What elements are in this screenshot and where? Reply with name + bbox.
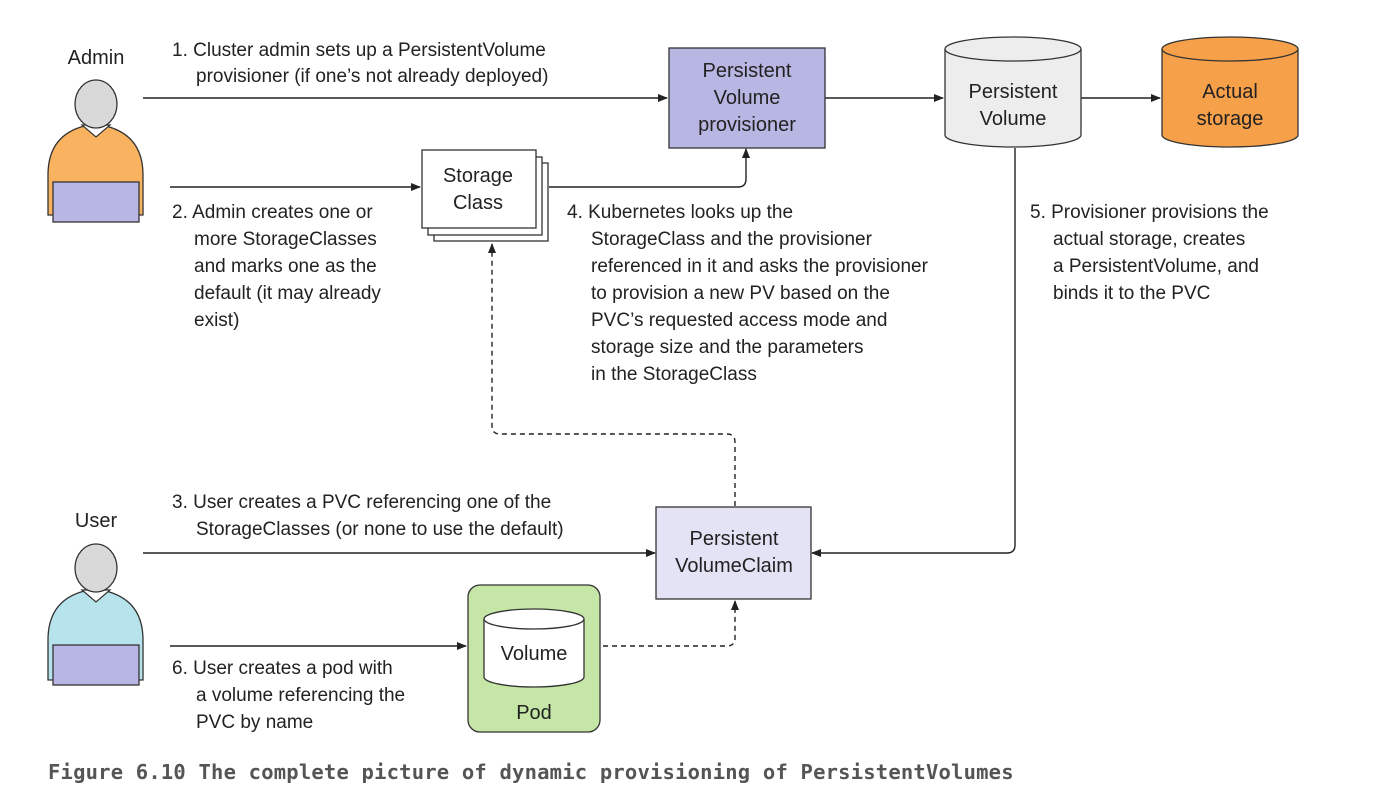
persistent-volume-label-line1: Persistent: [969, 81, 1058, 103]
step5-line2: actual storage, creates: [1053, 229, 1245, 250]
step2-line4: default (it may already: [194, 283, 381, 304]
actual-storage-label-line1: Actual: [1202, 81, 1258, 103]
user-laptop-icon: [52, 644, 140, 686]
actual-storage-label-line2: storage: [1197, 108, 1264, 130]
persistent-volume-label-line2: Volume: [980, 108, 1047, 130]
step4-annotation: 4. Kubernetes looks up the StorageClass …: [567, 202, 929, 385]
step2-line2: more StorageClasses: [194, 229, 377, 250]
step3-line2: StorageClasses (or none to use the defau…: [196, 519, 564, 540]
admin-label: Admin: [68, 47, 125, 69]
provisioner-label-line3: provisioner: [698, 114, 796, 136]
step5-line1: 5. Provisioner provisions the: [1030, 202, 1269, 223]
pvc-label-line2: VolumeClaim: [675, 555, 793, 577]
step1-annotation: 1. Cluster admin sets up a PersistentVol…: [172, 40, 548, 87]
user-actor: User: [47, 510, 144, 686]
step1-line1: 1. Cluster admin sets up a PersistentVol…: [172, 40, 546, 61]
actual-storage-cylinder: Actual storage: [1161, 36, 1299, 148]
dashed-arrow-pvc-to-storageclass: [488, 243, 736, 506]
step5-annotation: 5. Provisioner provisions the actual sto…: [1030, 202, 1269, 304]
provisioner-box: Persistent Volume provisioner: [668, 47, 826, 149]
step2-line1: 2. Admin creates one or: [172, 202, 373, 223]
step4-line5: PVC’s requested access mode and: [591, 310, 887, 331]
admin-actor: Admin: [47, 47, 144, 223]
connectors: [143, 94, 1161, 650]
user-person-icon: [47, 543, 144, 686]
dashed-arrow-volume-to-pvc: [585, 600, 739, 647]
step4-line2: StorageClass and the provisioner: [591, 229, 873, 250]
step6-line3: PVC by name: [196, 712, 313, 733]
step4-line6: storage size and the parameters: [591, 337, 864, 358]
step4-line3: referenced in it and asks the provisione…: [591, 256, 929, 277]
volume-label: Volume: [501, 643, 568, 665]
step6-line2: a volume referencing the: [196, 685, 405, 706]
provisioner-label-line2: Volume: [714, 87, 781, 109]
step2-line3: and marks one as the: [194, 256, 377, 277]
pod-box: Volume Pod: [467, 584, 601, 733]
step4-line4: to provision a new PV based on the: [591, 283, 890, 304]
persistent-volume-cylinder: Persistent Volume: [944, 36, 1082, 148]
volume-cylinder: Volume: [483, 608, 585, 688]
pvc-box: Persistent VolumeClaim: [655, 506, 812, 600]
figure-caption: Figure 6.10 The complete picture of dyna…: [48, 760, 1014, 784]
step6-line1: 6. User creates a pod with: [172, 658, 393, 679]
storage-class-label-line1: Storage: [443, 165, 513, 187]
admin-laptop-icon: [52, 181, 140, 223]
admin-person-icon: [47, 79, 144, 223]
user-label: User: [75, 510, 118, 532]
step2-annotation: 2. Admin creates one or more StorageClas…: [172, 202, 381, 331]
step5-line4: binds it to the PVC: [1053, 283, 1210, 304]
provisioner-label-line1: Persistent: [703, 60, 792, 82]
storage-class-label-line2: Class: [453, 192, 503, 214]
arrow-storageclass-to-provisioner: [549, 148, 750, 188]
pod-label: Pod: [516, 702, 552, 724]
step3-annotation: 3. User creates a PVC referencing one of…: [172, 492, 564, 540]
step5-line3: a PersistentVolume, and: [1053, 256, 1259, 277]
step6-annotation: 6. User creates a pod with a volume refe…: [172, 658, 405, 733]
step2-line5: exist): [194, 310, 239, 331]
step4-line7: in the StorageClass: [591, 364, 757, 385]
arrow-pv-to-pvc: [811, 148, 1016, 557]
step1-line2: provisioner (if one’s not already deploy…: [196, 66, 548, 87]
storage-class-stack: Storage Class: [421, 149, 549, 242]
pvc-label-line1: Persistent: [690, 528, 779, 550]
step3-line1: 3. User creates a PVC referencing one of…: [172, 492, 551, 513]
step4-line1: 4. Kubernetes looks up the: [567, 202, 793, 223]
